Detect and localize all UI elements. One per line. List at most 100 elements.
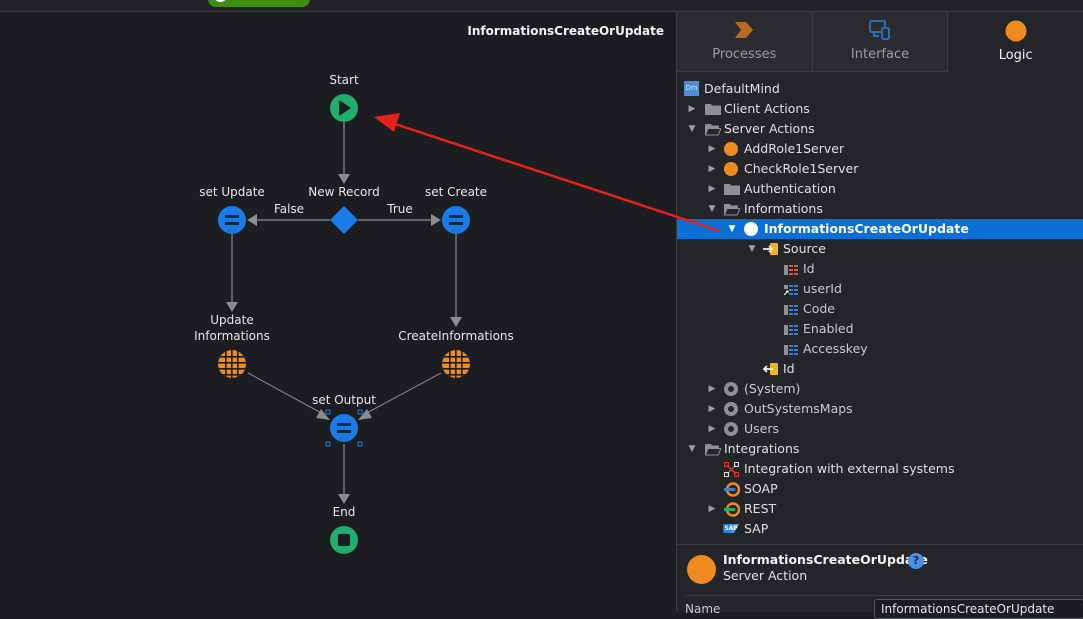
input-parameter-icon xyxy=(763,242,778,256)
end-node[interactable] xyxy=(330,526,358,554)
server-action-icon xyxy=(724,162,738,176)
canvas-title: InformationsCreateOrUpdate xyxy=(467,24,664,38)
caret-down-icon[interactable]: ▼ xyxy=(728,224,736,234)
tree-item-source[interactable]: ▼ Source xyxy=(677,239,1083,259)
selection-handle xyxy=(357,441,363,447)
entity-identifier-attribute-icon xyxy=(784,262,798,276)
tree-item-label: Source xyxy=(783,241,826,256)
module-icon: Dm xyxy=(684,81,699,96)
tree-item-users[interactable]: ▶ Users xyxy=(677,419,1083,439)
tree-item-label: Users xyxy=(744,421,780,436)
tab-interface[interactable]: Interface xyxy=(812,12,949,72)
tree-item-label: Integration with external systems xyxy=(744,461,955,476)
tree-item-sap[interactable]: SAP SAP xyxy=(677,519,1083,539)
tree-item-attribute-userid[interactable]: userId xyxy=(677,279,1083,299)
false-branch-label: False xyxy=(273,202,305,216)
assign-node-set-create[interactable] xyxy=(442,206,470,234)
tree-item-attribute-accesskey[interactable]: Accesskey xyxy=(677,339,1083,359)
caret-right-icon[interactable]: ▶ xyxy=(708,184,716,194)
flow-canvas[interactable]: InformationsCreateOrUpdate xyxy=(0,12,676,611)
tree-item-label: SAP xyxy=(744,521,769,536)
publish-button[interactable] xyxy=(208,0,310,7)
end-label: End xyxy=(332,505,356,519)
interface-devices-icon xyxy=(869,19,891,41)
edge-arrowhead xyxy=(316,409,330,420)
caret-right-icon[interactable]: ▶ xyxy=(708,504,716,514)
tree-item-server-actions[interactable]: ▼ Server Actions xyxy=(677,119,1083,139)
logic-circle-icon xyxy=(1005,20,1027,42)
stop-icon xyxy=(338,534,350,546)
caret-down-icon[interactable]: ▼ xyxy=(688,124,696,134)
caret-down-icon[interactable]: ▼ xyxy=(708,204,716,214)
tree-item-attribute-enabled[interactable]: Enabled xyxy=(677,319,1083,339)
tree-item-outsystemsmaps[interactable]: ▶ OutSystemsMaps xyxy=(677,399,1083,419)
edge-arrowhead xyxy=(450,317,462,327)
tree-item-label: Id xyxy=(803,261,815,276)
tree-item-attribute-code[interactable]: Code xyxy=(677,299,1083,319)
equals-icon xyxy=(449,215,463,218)
caret-right-icon[interactable]: ▶ xyxy=(708,164,716,174)
update-informations-label: Update Informations xyxy=(194,312,270,344)
tree-item-attribute-id[interactable]: Id xyxy=(677,259,1083,279)
entity-action-create-informations[interactable] xyxy=(442,350,470,378)
edge-update-to-output[interactable] xyxy=(247,372,326,416)
edge-create-to-output[interactable] xyxy=(362,372,442,416)
foreign-key-attribute-icon xyxy=(783,282,798,296)
tree-item-addrole1server[interactable]: ▶ AddRole1Server xyxy=(677,139,1083,159)
tree-item-rest[interactable]: ▶ REST xyxy=(677,499,1083,519)
assign-node-set-output[interactable] xyxy=(325,409,363,447)
start-label: Start xyxy=(329,73,359,87)
tab-logic[interactable]: Logic xyxy=(948,12,1083,72)
caret-down-icon[interactable]: ▼ xyxy=(688,444,696,454)
rest-icon xyxy=(722,502,741,517)
assign-node-set-update[interactable] xyxy=(218,206,246,234)
tree-item-label: Authentication xyxy=(744,181,836,196)
tab-processes[interactable]: Processes xyxy=(677,12,813,72)
processes-chevron-icon xyxy=(733,19,755,41)
caret-right-icon[interactable]: ▶ xyxy=(708,144,716,154)
decision-label: New Record xyxy=(308,185,380,199)
tree-item-defaultmind[interactable]: Dm DefaultMind xyxy=(677,79,1083,99)
entity-action-update-informations[interactable] xyxy=(218,350,246,378)
attribute-icon xyxy=(784,322,798,336)
start-node[interactable] xyxy=(330,94,358,122)
tree-item-label: Informations xyxy=(744,201,823,216)
tree-item-soap[interactable]: SOAP xyxy=(677,479,1083,499)
top-toolbar xyxy=(0,0,1083,12)
if-node-new-record[interactable] xyxy=(330,206,358,234)
tree-item-label: Enabled xyxy=(803,321,854,336)
tree-item-label: OutSystemsMaps xyxy=(744,401,853,416)
caret-right-icon[interactable]: ▶ xyxy=(708,424,716,434)
tree-item-informationscreateorupdate[interactable]: ▼ InformationsCreateOrUpdate xyxy=(677,219,1083,239)
server-action-icon xyxy=(687,555,716,584)
folder-open-icon xyxy=(723,202,741,216)
tree-item-informations[interactable]: ▼ Informations xyxy=(677,199,1083,219)
name-field[interactable] xyxy=(874,599,1083,619)
tab-interface-label: Interface xyxy=(850,47,910,62)
tree-item-authentication[interactable]: ▶ Authentication xyxy=(677,179,1083,199)
tree-item-checkrole1server[interactable]: ▶ CheckRole1Server xyxy=(677,159,1083,179)
caret-right-icon[interactable]: ▶ xyxy=(708,404,716,414)
caret-down-icon[interactable]: ▼ xyxy=(748,244,756,254)
tree-item-label: REST xyxy=(744,501,777,516)
tree-item-label: Server Actions xyxy=(724,121,815,136)
attribute-icon xyxy=(784,342,798,356)
help-icon[interactable]: ? xyxy=(908,553,924,569)
tree-item-client-actions[interactable]: ▶ Client Actions xyxy=(677,99,1083,119)
divider xyxy=(686,595,1083,596)
edge-arrowhead xyxy=(431,214,441,226)
folder-open-icon xyxy=(704,442,722,456)
soap-icon xyxy=(722,482,741,497)
properties-title: InformationsCreateOrUpdate xyxy=(723,552,928,567)
tree-item-system[interactable]: ▶ (System) xyxy=(677,379,1083,399)
tree-item-output-id[interactable]: Id xyxy=(677,359,1083,379)
name-label: Name xyxy=(685,602,721,616)
tree-item-label: Code xyxy=(803,301,836,316)
edge-arrowhead xyxy=(247,214,257,226)
tree-item-integrations[interactable]: ▼ Integrations xyxy=(677,439,1083,459)
play-icon xyxy=(339,100,351,116)
caret-right-icon[interactable]: ▶ xyxy=(688,104,696,114)
set-create-label: set Create xyxy=(424,185,488,199)
tree-item-integration-external[interactable]: Integration with external systems xyxy=(677,459,1083,479)
caret-right-icon[interactable]: ▶ xyxy=(708,384,716,394)
